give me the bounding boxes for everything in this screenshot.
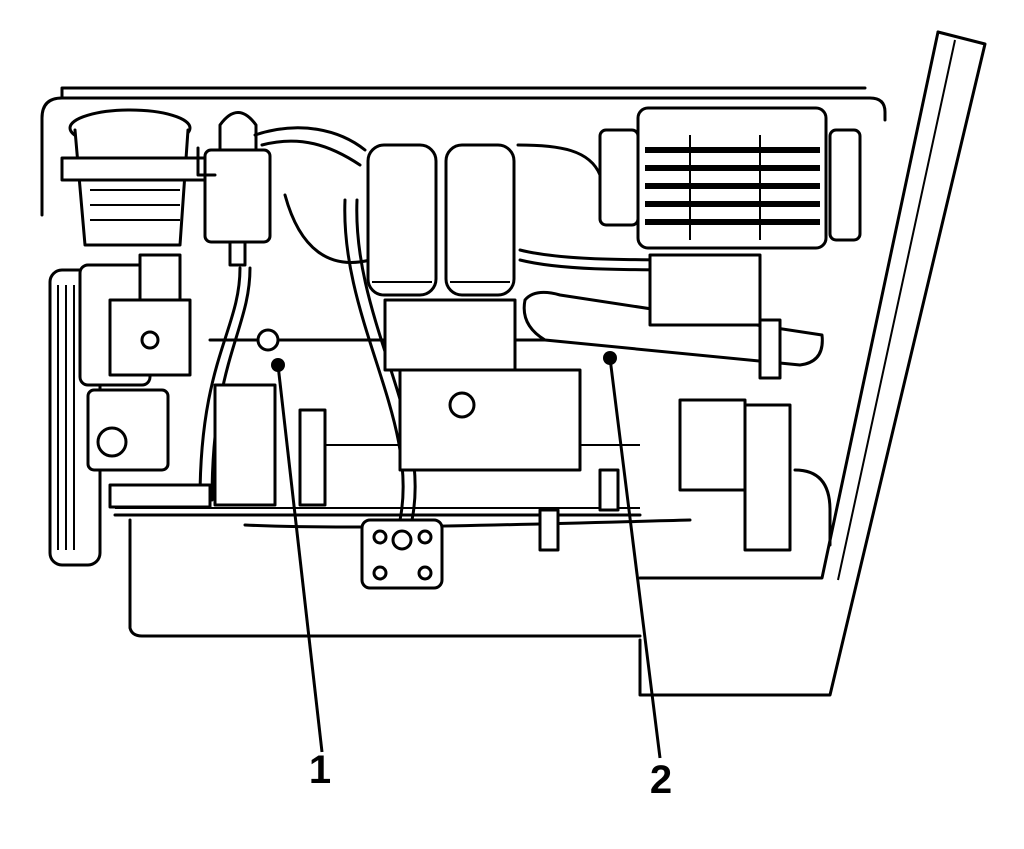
reservoir	[196, 111, 272, 267]
lower-left-components	[108, 383, 327, 509]
mounting-bracket	[360, 518, 444, 590]
intercooler	[598, 106, 862, 250]
callout-2-label: 2	[650, 758, 672, 802]
fuel-filter	[60, 108, 214, 377]
callout-1-label: 1	[309, 748, 331, 792]
callout-2-leader	[608, 357, 662, 759]
right-components	[538, 253, 832, 552]
callout-1-leader	[276, 364, 324, 753]
intake-pipe	[522, 290, 824, 380]
callout-2: 2	[603, 351, 672, 802]
oil-filters	[366, 143, 582, 472]
callout-1: 1	[256, 328, 331, 792]
cover-panel	[638, 30, 987, 697]
